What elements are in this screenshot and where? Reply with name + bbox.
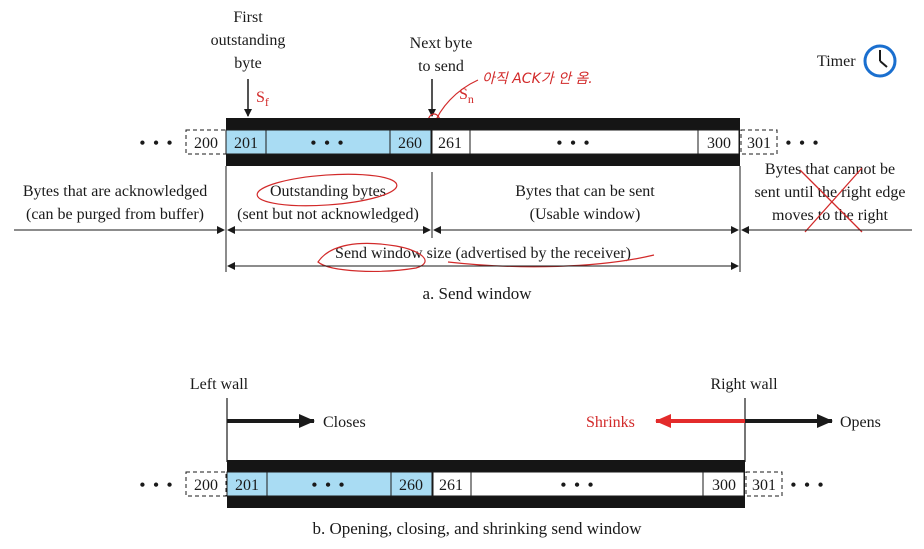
top-byte-bar: • • • 200 201 • • • 260 261 • • • 300 30… [140,118,821,166]
bottom-byte-bar: • • • 200 201 • • • 260 261 • • • 300 30… [140,460,826,508]
next-byte-label-2: to send [418,58,464,75]
top-cell-260-text: 260 [398,135,422,152]
first-outstanding-label-1: First [233,9,263,26]
acked-label-1: Bytes that are acknowledged [23,183,207,200]
bottom-usable-ellipsis: • • • [561,477,596,494]
bottom-cell-201-text: 201 [235,477,259,494]
top-usable-region [431,129,740,155]
top-cell-200-text: 200 [194,135,218,152]
cannot-label-3: moves to the right [772,207,889,224]
top-left-ellipsis: • • • [140,135,175,152]
cannot-label-1: Bytes that cannot be [765,161,895,178]
bottom-cell-301 [745,471,783,497]
top-cell-301 [740,129,778,155]
bottom-outstanding-ellipsis: • • • [312,477,347,494]
outstanding-annotation-ellipse [256,173,398,207]
top-usable-ellipsis: • • • [557,135,592,152]
bottom-right-ellipsis: • • • [791,477,826,494]
left-wall-label: Left wall [190,376,249,393]
top-right-ellipsis: • • • [786,135,821,152]
bottom-cell-200-text: 200 [194,477,218,494]
send-window-panel: First outstanding byte Sf Next byte to s… [14,9,912,303]
right-wall-label: Right wall [710,376,778,393]
first-outstanding-label-3: byte [234,55,262,72]
cannot-cross-out [799,167,863,233]
top-cell-201-text: 201 [234,135,258,152]
shrinks-label: Shrinks [586,414,635,431]
top-cell-300-text: 300 [707,135,731,152]
timer-icon [863,44,897,78]
timer-label: Timer [817,53,856,70]
bottom-cell-260-text: 260 [399,477,423,494]
opens-label: Opens [840,414,881,431]
window-movement-panel: Left wall Right wall Closes Shrinks Open… [140,376,881,538]
top-outstanding-ellipsis: • • • [311,135,346,152]
top-cell-301-text: 301 [747,135,771,152]
sf-label: Sf [256,89,269,109]
usable-label-2: (Usable window) [530,206,641,223]
outstanding-label-1: Outstanding bytes [270,183,386,200]
outstanding-label-2: (sent but not acknowledged) [237,206,419,223]
bottom-cell-300-text: 300 [712,477,736,494]
send-window-size-label: Send window size (advertised by the rece… [335,245,631,262]
usable-label-1: Bytes that can be sent [515,183,655,200]
window-size-annotation-ellipse [317,242,426,272]
top-outstanding-region [225,129,432,155]
caption-a: a. Send window [422,284,532,303]
bottom-left-ellipsis: • • • [140,477,175,494]
bottom-usable-region [432,471,745,497]
acked-label-2: (can be purged from buffer) [26,206,204,223]
top-cell-261-text: 261 [438,135,462,152]
caption-b: b. Opening, closing, and shrinking send … [312,519,642,538]
cannot-label-2: sent until the right edge [754,184,905,201]
bottom-cell-200 [185,471,227,497]
handwritten-note: 아직 ACK가 안 옴. [482,71,593,87]
bottom-cell-301-text: 301 [752,477,776,494]
first-outstanding-label-2: outstanding [211,32,286,49]
bottom-outstanding-region [226,471,433,497]
sn-label: Sn [459,86,474,106]
closes-label: Closes [323,414,366,431]
next-byte-label-1: Next byte [410,35,473,52]
bottom-cell-261-text: 261 [439,477,463,494]
